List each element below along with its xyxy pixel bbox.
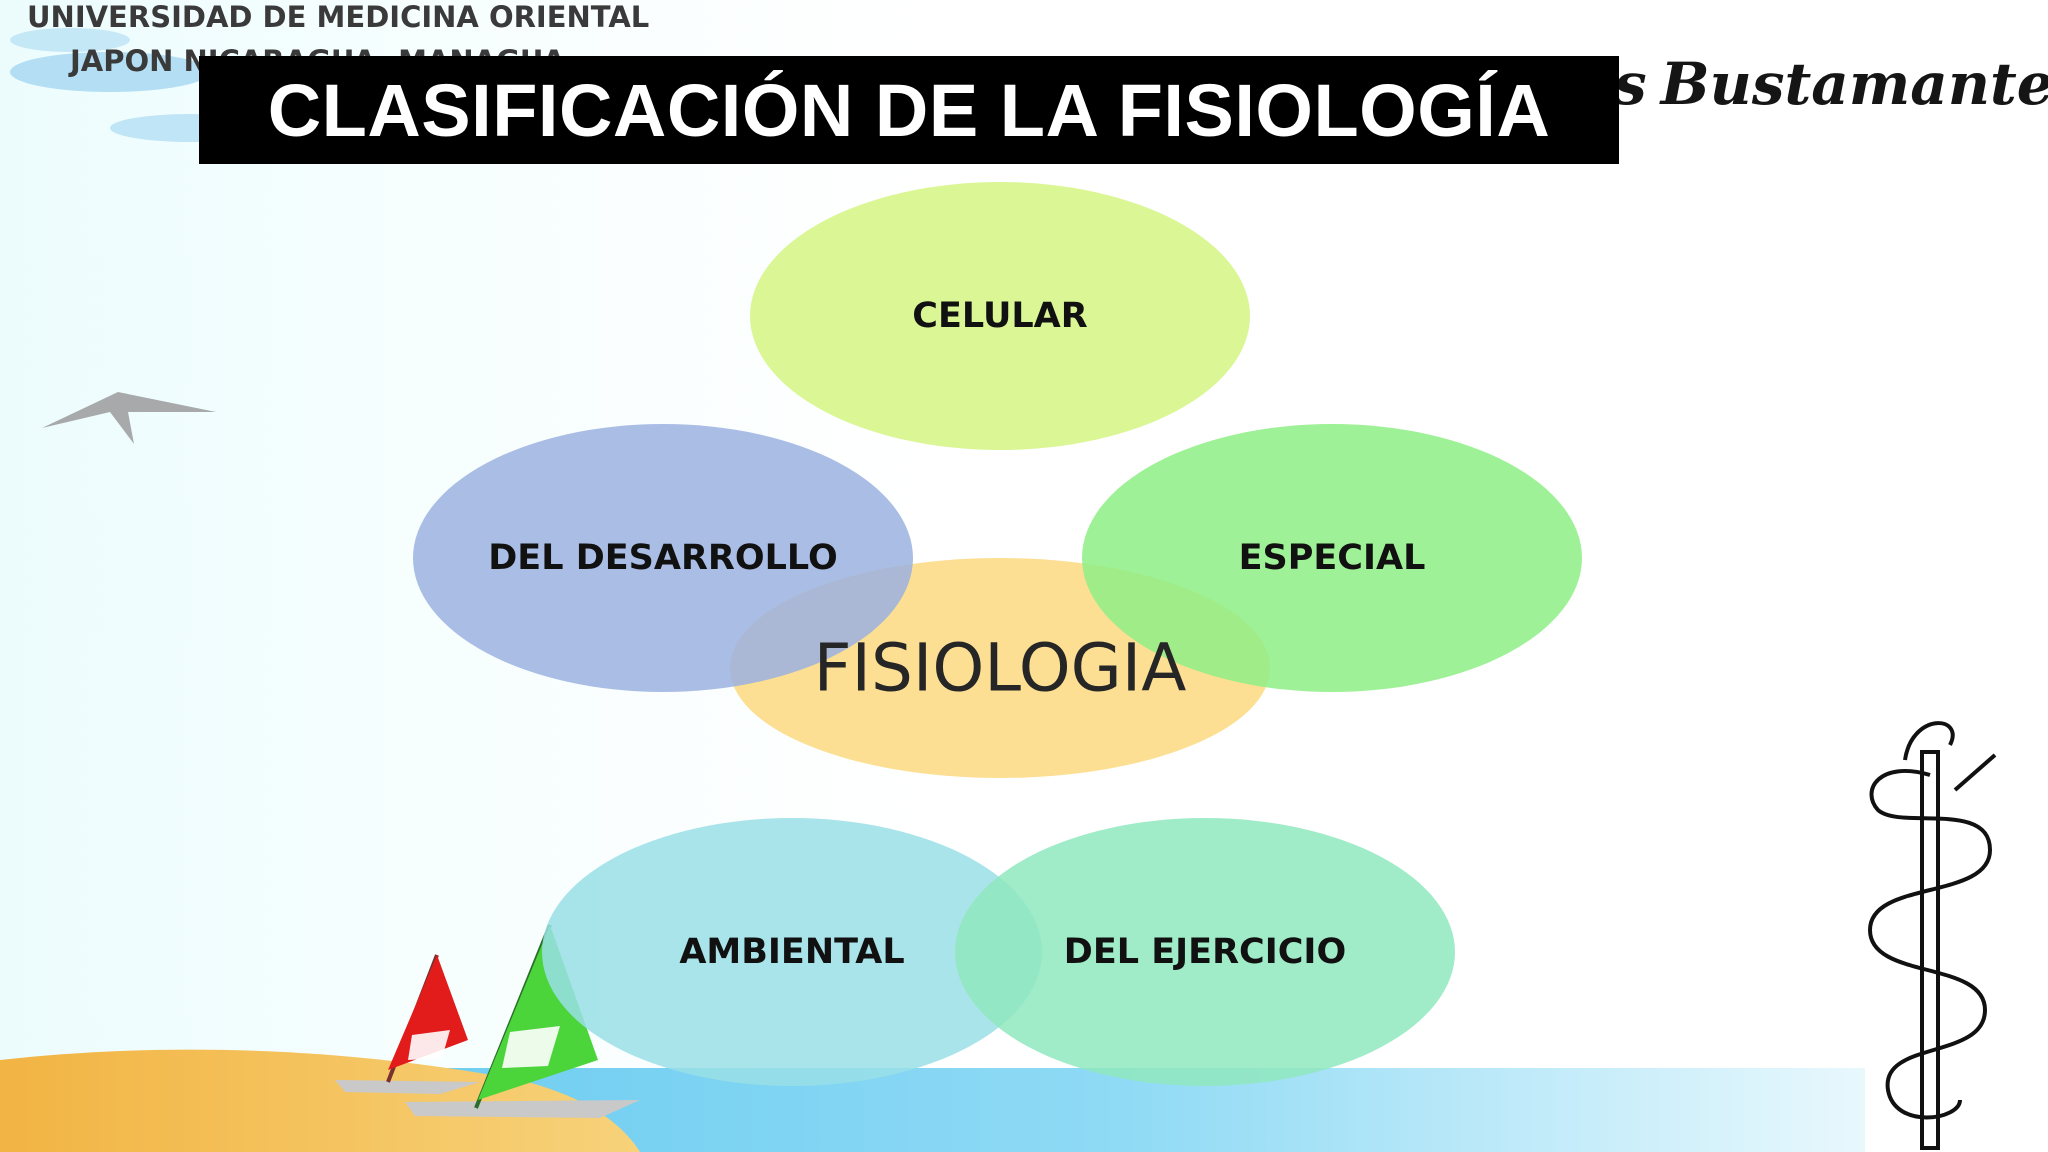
ellipse-ambiental bbox=[542, 818, 1042, 1086]
node-label-ambiental: AMBIENTAL bbox=[679, 932, 905, 972]
ellipse-especial bbox=[1082, 424, 1582, 692]
ellipse-celular bbox=[750, 182, 1250, 450]
node-label-especial: ESPECIAL bbox=[1238, 538, 1426, 578]
bird-icon bbox=[42, 392, 216, 444]
node-label-del-desarrollo: DEL DESARROLLO bbox=[488, 538, 838, 578]
ellipse-del-ejercicio bbox=[955, 818, 1455, 1086]
sailboat-icon bbox=[335, 924, 640, 1118]
beach-icon bbox=[0, 1049, 1865, 1152]
author-prefix: s bbox=[1614, 50, 1647, 118]
author-surname: Bustamante R. bbox=[1660, 50, 2048, 118]
node-label-celular: CELULAR bbox=[912, 296, 1088, 336]
slide-title: CLASIFICACIÓN DE LA FISIOLOGÍA bbox=[199, 56, 1619, 164]
ellipse-del-desarrollo bbox=[413, 424, 913, 692]
node-label-del-ejercicio: DEL EJERCICIO bbox=[1063, 932, 1347, 972]
university-name: UNIVERSIDAD DE MEDICINA ORIENTAL bbox=[27, 0, 650, 34]
caduceus-icon bbox=[1867, 721, 1997, 1150]
center-label: FISIOLOGIA bbox=[813, 629, 1187, 707]
